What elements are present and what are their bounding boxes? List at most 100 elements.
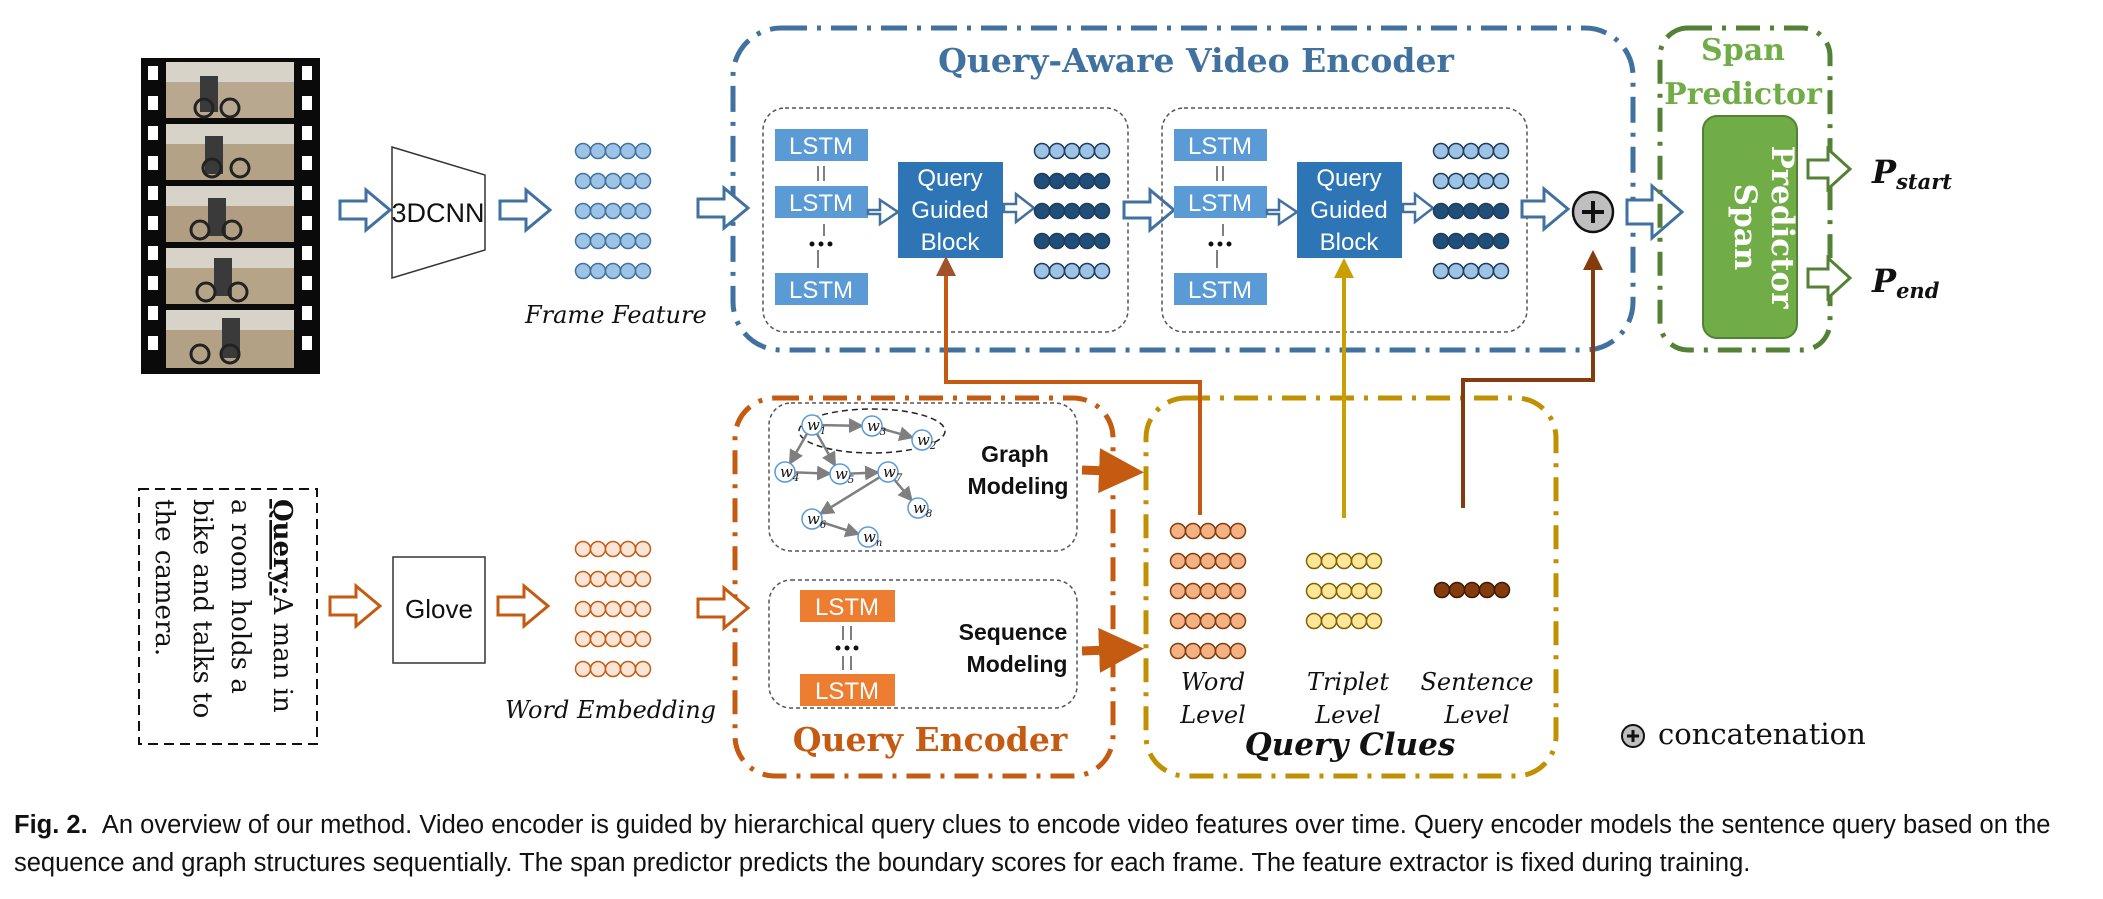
graph-node-label: w7: [883, 463, 903, 484]
vector-element: [1432, 202, 1450, 220]
vector-element: [634, 540, 652, 558]
vector-element: [1447, 202, 1465, 220]
vector-element: [1320, 612, 1338, 630]
vector-element: [1169, 642, 1187, 660]
vector-element: [1335, 552, 1353, 570]
vector-element: [1093, 232, 1111, 250]
word-embedding-label: Word Embedding: [505, 696, 716, 724]
vector-element: [1305, 582, 1323, 600]
lstm-stack-2: LSTM LSTM LSTM: [1174, 129, 1267, 305]
vector-element: [634, 570, 652, 588]
vector-element: [619, 570, 637, 588]
vector-element: [1305, 552, 1323, 570]
vector-element: [1447, 262, 1465, 280]
vector-element: [1462, 232, 1480, 250]
vector-element: [1350, 612, 1368, 630]
vector-element: [1320, 552, 1338, 570]
vector-element: [1432, 172, 1450, 190]
vector-element: [1093, 142, 1111, 160]
vector-element: [1078, 232, 1096, 250]
caption-text: An overview of our method. Video encoder…: [14, 811, 2051, 877]
vector-element: [1432, 232, 1450, 250]
svg-text:a room holds a: a room holds a: [225, 499, 255, 694]
vector-element: [1199, 552, 1217, 570]
vector-element: [1063, 262, 1081, 280]
graph-node-label: w2: [917, 431, 936, 452]
arrow-to-span-predictor: [1625, 182, 1685, 242]
vector-element: [1447, 142, 1465, 160]
vector-element: [619, 202, 637, 220]
sequence-modeling-module: [768, 579, 1078, 709]
graph-node: [877, 461, 899, 483]
svg-text:LSTM: LSTM: [789, 133, 853, 160]
vector-element: [604, 570, 622, 588]
graph-node-label: w4: [780, 463, 799, 484]
arrow-to-word-embedding: [496, 584, 550, 628]
vector-element: [604, 232, 622, 250]
arrow-into-query-encoder: [696, 586, 750, 630]
vector-element: [619, 172, 637, 190]
arrow-to-frame-feature: [498, 188, 552, 232]
svg-text:Sequence: Sequence: [959, 619, 1068, 645]
vector-element: [604, 202, 622, 220]
frame-feature-label: Frame Feature: [524, 301, 707, 329]
vector-element: [634, 600, 652, 618]
frame-feature-vectors: [574, 142, 652, 280]
glove-block: Glove: [392, 556, 486, 664]
vector-element: [1078, 172, 1096, 190]
vector-element: [589, 142, 607, 160]
vector-element: [1063, 202, 1081, 220]
graph-node: [774, 461, 796, 483]
video-frame: [166, 310, 294, 368]
sentence-clue-to-concat: [1461, 250, 1603, 508]
vector-element: [1078, 202, 1096, 220]
vector-element: [1447, 172, 1465, 190]
vector-element: [589, 232, 607, 250]
query-clues-title: Query Clues: [1245, 727, 1456, 763]
p-start-label: Pstart: [1871, 153, 1952, 194]
video-frame: [166, 248, 294, 304]
svg-text:Query:A man in: Query:A man in: [267, 499, 297, 713]
figure-caption: Fig. 2. An overview of our method. Video…: [14, 806, 2094, 882]
vector-element: [604, 262, 622, 280]
vector-element: [1078, 142, 1096, 160]
vector-element: [1477, 232, 1495, 250]
arrow-between-layers: [1122, 186, 1177, 234]
svg-text:Modeling: Modeling: [967, 651, 1068, 677]
arrow-to-glove: [328, 584, 382, 628]
svg-text:LSTM: LSTM: [789, 190, 853, 217]
svg-text:LSTM: LSTM: [1188, 277, 1252, 304]
vector-element: [1365, 612, 1383, 630]
svg-text:Predictor: Predictor: [1764, 145, 1800, 309]
sentence-level-clues: [1433, 581, 1511, 599]
caption-label: Fig. 2.: [14, 811, 88, 839]
vector-element: [1063, 232, 1081, 250]
encoded-features-2: [1432, 142, 1510, 280]
vector-element: [574, 600, 592, 618]
vector-element: [1199, 522, 1217, 540]
svg-text:Guided: Guided: [1310, 197, 1387, 224]
graph-node: [829, 463, 851, 485]
concat-legend: concatenation: [1621, 717, 1866, 751]
vector-element: [1169, 582, 1187, 600]
method-overview-figure: 3DCNN Frame Feature Query-Aware Video En…: [138, 25, 1952, 779]
lstm-stack-query: LSTM LSTM: [800, 590, 895, 706]
vector-element: [634, 202, 652, 220]
arrow-to-3dcnn: [338, 188, 392, 232]
video-encoder-title: Query-Aware Video Encoder: [938, 41, 1454, 80]
vector-element: [589, 570, 607, 588]
vector-element: [1048, 232, 1066, 250]
query-encoder-title: Query Encoder: [793, 720, 1068, 759]
vector-element: [619, 600, 637, 618]
vector-element: [1184, 582, 1202, 600]
arrow-to-p-start: [1806, 147, 1852, 191]
svg-text:Word: Word: [1181, 668, 1245, 696]
vector-element: [604, 660, 622, 678]
vector-element: [634, 232, 652, 250]
query-sentence-box: Query:A man in a room holds a bike and t…: [138, 488, 318, 745]
vector-element: [1447, 232, 1465, 250]
svg-text:Guided: Guided: [911, 197, 988, 224]
vector-element: [1214, 612, 1232, 630]
